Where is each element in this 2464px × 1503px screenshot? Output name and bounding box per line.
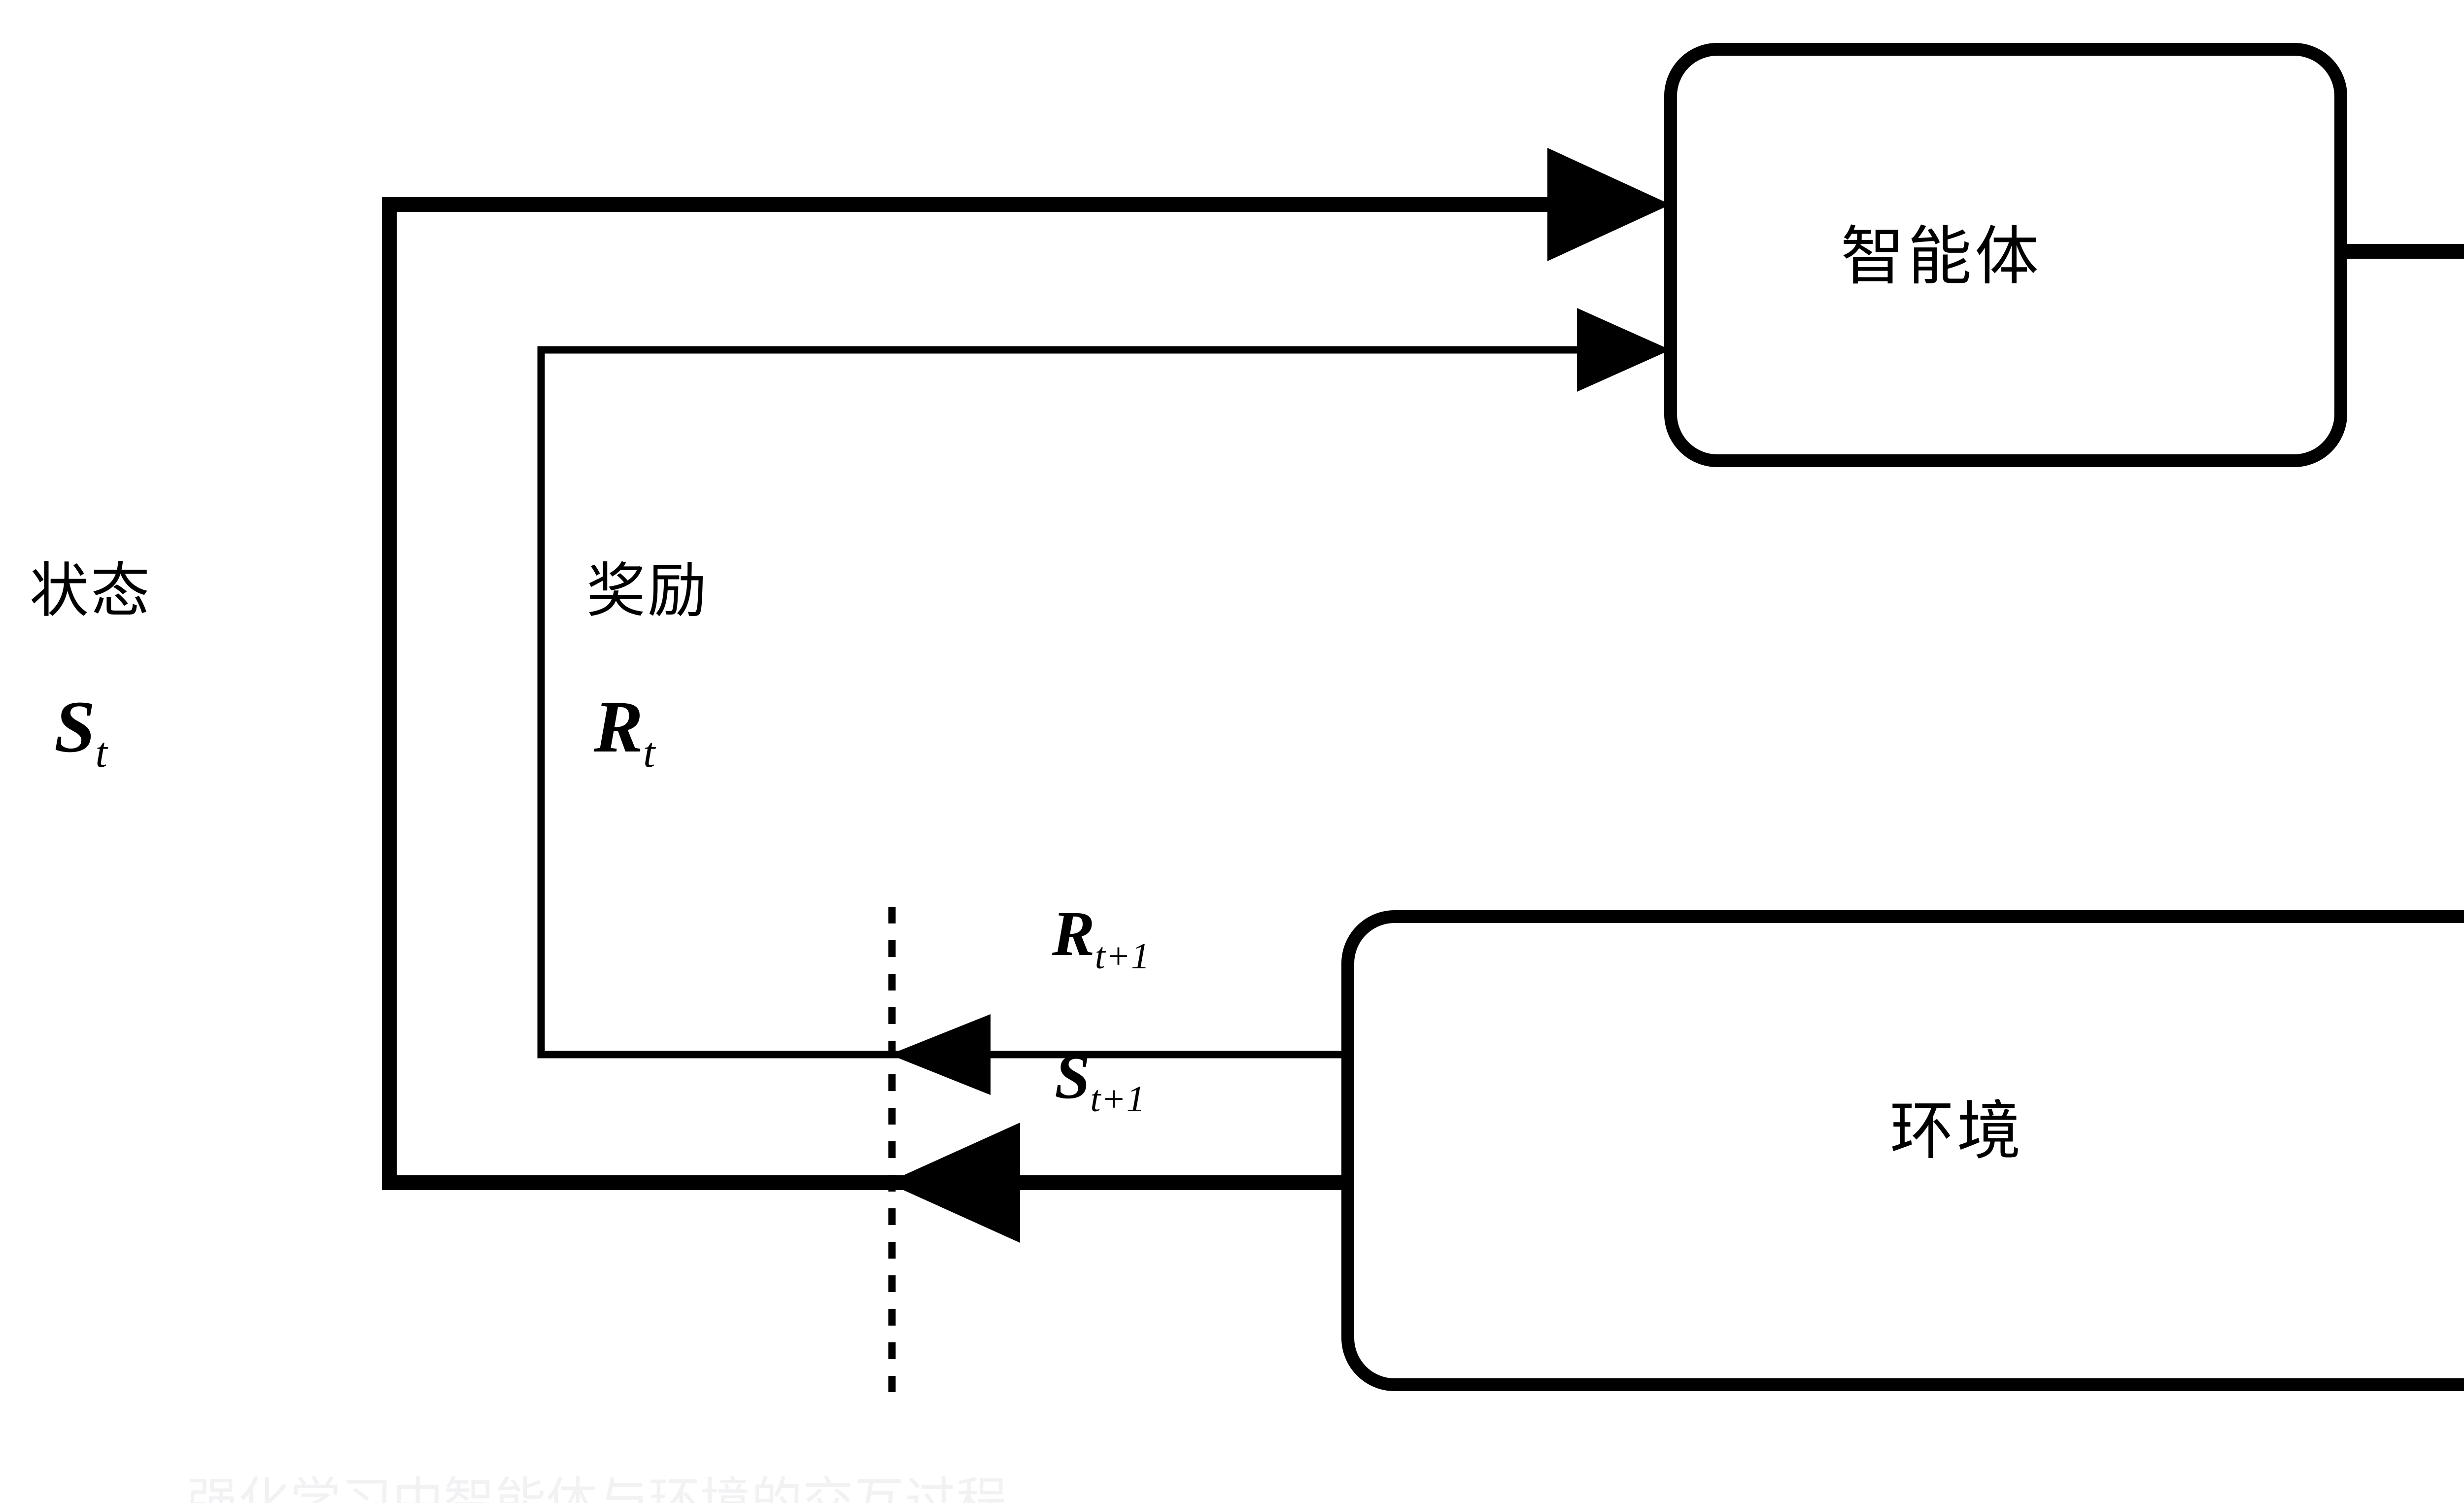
state-feedback-arrowhead bbox=[1547, 148, 1671, 261]
reward-next-symbol-base: R bbox=[1052, 898, 1095, 969]
figure-caption: 强化学习中智能体与环境的交互过程 bbox=[187, 1471, 1008, 1503]
reward-word-label: 奖励 bbox=[586, 557, 709, 625]
state-next-symbol-subscript: t+1 bbox=[1090, 1079, 1146, 1120]
reward-next-symbol-label: Rt+1 bbox=[1052, 902, 1150, 975]
environment-box[interactable] bbox=[1341, 910, 2464, 1391]
state-next-symbol-base: S bbox=[1055, 1041, 1091, 1112]
reward-symbol-subscript: t bbox=[643, 728, 656, 776]
reward-next-symbol-subscript: t+1 bbox=[1095, 936, 1150, 977]
reward-emission-arrowhead bbox=[890, 1014, 991, 1095]
state-symbol-base: S bbox=[54, 686, 96, 768]
state-symbol-label: St bbox=[54, 690, 107, 774]
environment-label: 环境 bbox=[1890, 1093, 2024, 1168]
reward-symbol-base: R bbox=[594, 686, 644, 768]
state-emission-arrowhead bbox=[887, 1123, 1020, 1243]
state-feedback-line bbox=[382, 197, 1572, 1190]
reward-feedback-arrowhead bbox=[1577, 308, 1671, 392]
reward-symbol-label: Rt bbox=[594, 690, 655, 774]
state-symbol-subscript: t bbox=[95, 728, 108, 776]
state-next-symbol-label: St+1 bbox=[1055, 1045, 1145, 1118]
state-word-label: 状态 bbox=[30, 557, 152, 625]
agent-label: 智能体 bbox=[1841, 219, 2042, 294]
